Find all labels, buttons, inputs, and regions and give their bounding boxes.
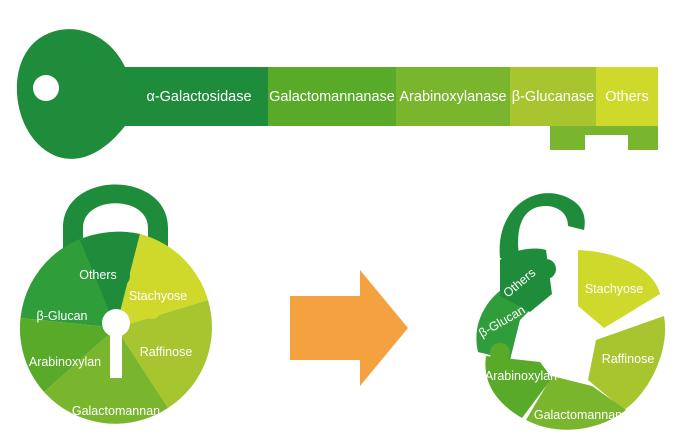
locked-label-raffinose: Raffinose — [140, 345, 193, 359]
key-segment-galactomannanase — [268, 67, 396, 126]
unlocked-label-arabinoxylan: Arabinoxylan — [485, 369, 557, 383]
locked-knob-galactomannan — [88, 378, 108, 398]
key-segment-arabinoxylanase — [396, 67, 510, 126]
key-label-others: Others — [605, 89, 649, 105]
key: α-Galactosidase Galactomannanase Arabino… — [16, 29, 658, 159]
locked-knob-others — [110, 266, 130, 286]
key-hole — [33, 75, 59, 101]
locked-keyhole-slot — [110, 330, 122, 378]
unlocked-label-galactomannan: Galactomannan — [534, 408, 622, 422]
locked-label-beta-glucan: β-Glucan — [37, 309, 88, 323]
unlocked-label-stachyose: Stachyose — [585, 282, 643, 296]
locked-label-stachyose: Stachyose — [129, 289, 187, 303]
locked-keyhole-icon — [102, 309, 130, 337]
locked-label-galactomannan: Galactomannan — [72, 404, 160, 418]
unlocked-knob-others — [536, 259, 556, 279]
key-label-alpha-galactosidase: α-Galactosidase — [146, 89, 251, 105]
key-label-arabinoxylanase: Arabinoxylanase — [399, 89, 506, 105]
unlocked-piece-arabinoxylan — [485, 356, 552, 418]
locked-padlock: Others Stachyose β-Glucan Arabinoxylan R… — [19, 184, 212, 424]
unlocked-knob-arabinoxylan — [490, 343, 510, 363]
key-segment-beta-glucanase — [510, 67, 596, 126]
key-label-beta-glucanase: β-Glucanase — [512, 89, 595, 105]
unlocked-piece-raffinose — [588, 316, 666, 410]
unlocked-padlock: Others Stachyose β-Glucan Arabinoxylan R… — [476, 193, 666, 430]
locked-piece-arabinoxylan — [19, 318, 116, 392]
locked-knob-stachyose — [143, 301, 161, 319]
right-arrow-icon — [290, 270, 408, 386]
locked-label-others: Others — [79, 268, 117, 282]
locked-shackle — [63, 184, 168, 262]
locked-piece-others — [80, 231, 140, 328]
key-bow — [16, 29, 269, 159]
locked-piece-raffinose — [116, 300, 212, 408]
key-segment-others — [596, 67, 658, 126]
locked-label-arabinoxylan: Arabinoxylan — [29, 355, 101, 369]
locked-knob-arabinoxylan — [57, 327, 75, 345]
unlocked-label-raffinose: Raffinose — [602, 352, 655, 366]
locked-piece-stachyose — [116, 234, 208, 328]
unlocked-shackle — [499, 193, 585, 262]
locked-piece-galactomannan — [44, 328, 168, 424]
unlocked-piece-stachyose — [578, 250, 660, 328]
key-label-galactomannanase: Galactomannanase — [269, 89, 395, 105]
key-bit — [550, 126, 658, 150]
unlocked-piece-galactomannan — [526, 376, 626, 430]
